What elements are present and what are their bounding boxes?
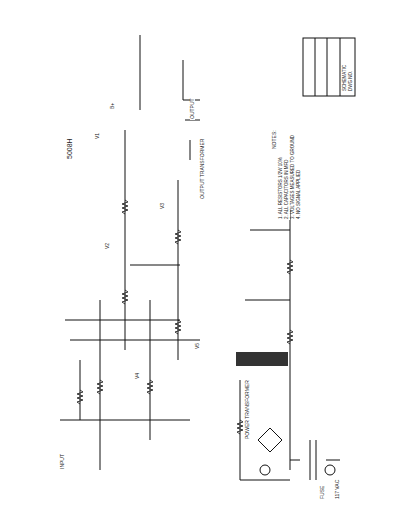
wire (125, 130, 126, 350)
component-label: OUTPUT TRANSFORMER (200, 138, 205, 200)
wire (178, 180, 179, 360)
wire (65, 320, 180, 321)
bridge-rectifier (258, 428, 282, 452)
component-label: B+ (110, 102, 115, 110)
component-label: POWER TRANSFORMER (245, 379, 250, 440)
component-label: FUSE (320, 485, 325, 500)
component-label: 1. ALL RESISTORS 1/2W 10% (279, 156, 284, 220)
component-label: 4. NO SIGNAL APPLIED (297, 169, 302, 220)
component-label: V4 (135, 372, 140, 380)
component-label: DWG NO. (349, 70, 354, 92)
ac-plug (325, 465, 335, 475)
resistor-symbol (147, 380, 153, 394)
power-transformer (290, 440, 340, 480)
wire (240, 210, 290, 480)
component-label: 2. ALL CAPACITORS IN MFD (285, 159, 290, 220)
resistor-symbol (175, 230, 181, 244)
resistor-symbol (287, 260, 293, 274)
component-label: V2 (105, 242, 110, 250)
resistor-symbol (175, 320, 181, 334)
resistor-symbol (237, 420, 243, 434)
resistor-symbol (122, 290, 128, 304)
resistor-symbol (287, 330, 293, 344)
terminal-strip (236, 352, 288, 366)
wire (130, 265, 180, 266)
component-label: INPUT (60, 453, 65, 470)
component-label: OUTPUT (190, 97, 195, 120)
component-label: V1 (95, 132, 100, 140)
component-label: V3 (160, 202, 165, 210)
resistor-symbol (97, 380, 103, 394)
resistor-symbol (122, 200, 128, 214)
wire (185, 120, 200, 160)
wire (60, 300, 200, 440)
title-block (303, 38, 355, 96)
component-label: 5008H (66, 137, 73, 160)
component-label: V5 (195, 342, 200, 350)
resistor-symbol (77, 390, 83, 404)
title-block-rule (315, 38, 340, 96)
component-label: NOTES: (272, 129, 277, 150)
component-label: SCHEMATIC (343, 64, 348, 92)
component-label: 3. VOLTAGES MEASURED TO GROUND (291, 134, 296, 220)
pilot-lamp (260, 465, 270, 475)
component-label: 117 VAC (335, 479, 340, 500)
